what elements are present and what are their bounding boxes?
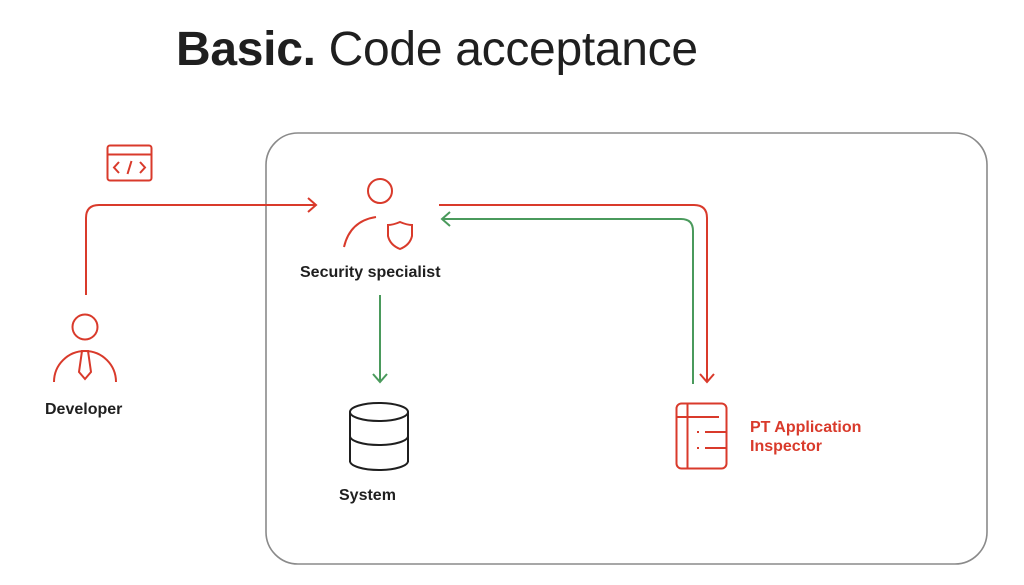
developer-label: Developer	[45, 401, 123, 418]
person-shield-icon	[343, 178, 413, 251]
code-window-icon	[106, 144, 153, 182]
pt-application-inspector-label: PT Application Inspector	[750, 418, 861, 456]
pt-label-line2: Inspector	[750, 438, 823, 455]
system-label: System	[339, 487, 396, 504]
arrow-specialist-to-system	[372, 295, 388, 384]
document-list-icon	[675, 402, 728, 470]
slide-title: Basic. Code acceptance	[176, 22, 698, 78]
title-rest: Code acceptance	[328, 23, 698, 76]
trusted-zone-container	[265, 132, 988, 565]
arrow-inspector-to-specialist	[440, 211, 694, 384]
pt-label-line1: PT Application	[750, 419, 862, 436]
developer-person-icon	[53, 313, 117, 383]
security-specialist-label: Security specialist	[300, 264, 441, 281]
arrow-specialist-to-inspector	[439, 204, 715, 384]
arrow-developer-to-specialist	[85, 197, 318, 295]
title-bold: Basic.	[176, 23, 316, 76]
database-icon	[349, 402, 409, 471]
